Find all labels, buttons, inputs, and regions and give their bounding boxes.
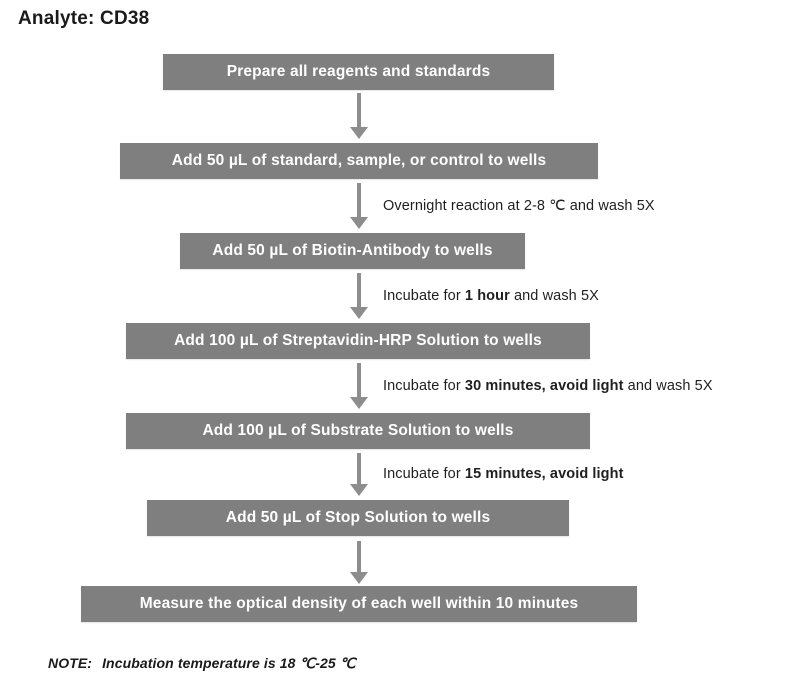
flow-box-label: Prepare all reagents and standards [226,63,491,80]
flow-box-label: Add 50 µL of standard, sample, or contro… [171,152,547,169]
flow-box-add-standard: Add 50 µL of standard, sample, or contro… [120,143,598,179]
connector-label-30-minutes: Incubate for 30 minutes, avoid light and… [383,378,713,394]
connector-label-text: Overnight reaction at 2-8 ℃ and wash 5X [383,198,655,214]
connector-label-emphasis: 1 hour [464,288,510,304]
flow-box-label: Add 50 µL of Stop Solution to wells [225,509,491,526]
flow-box-add-streptavidin: Add 100 µL of Streptavidin-HRP Solution … [126,323,590,359]
arrow-shaft [357,183,361,217]
arrow-down-connector-2 [350,183,368,229]
connector-label-1-hour: Incubate for 1 hour and wash 5X [383,288,599,304]
connector-label-prefix: Incubate for [383,288,465,304]
arrow-shaft [357,273,361,307]
connector-label-prefix: Incubate for [383,466,465,482]
flow-box-add-stop: Add 50 µL of Stop Solution to wells [147,500,569,536]
flow-box-add-biotin: Add 50 µL of Biotin-Antibody to wells [180,233,525,269]
note-label: NOTE: [48,655,93,671]
flow-box-label: Add 100 µL of Substrate Solution to well… [202,422,514,439]
flow-box-label: Add 50 µL of Biotin-Antibody to wells [212,242,493,259]
arrow-down-connector-3 [350,273,368,319]
connector-label-emphasis: 15 minutes, avoid light [464,466,624,482]
arrow-down-connector-6 [350,541,368,584]
arrow-head [350,572,368,584]
page-title: Analyte: CD38 [18,8,150,29]
arrow-down-connector-5 [350,453,368,496]
flow-box-prepare-reagents: Prepare all reagents and standards [163,54,554,90]
flow-box-label: Add 100 µL of Streptavidin-HRP Solution … [174,332,542,349]
arrow-shaft [357,93,361,127]
arrow-head [350,217,368,229]
arrow-head [350,127,368,139]
flow-box-measure-od: Measure the optical density of each well… [81,586,637,622]
connector-label-suffix: and wash 5X [509,288,599,304]
flow-box-label: Measure the optical density of each well… [139,595,579,612]
connector-label-15-minutes: Incubate for 15 minutes, avoid light [383,466,624,482]
note-body: Incubation temperature is 18 ℃-25 ℃ [102,655,356,671]
arrow-head [350,307,368,319]
arrow-shaft [357,363,361,397]
arrow-head [350,397,368,409]
connector-label-emphasis: 30 minutes, avoid light [464,378,624,394]
arrow-shaft [357,453,361,484]
arrow-down-connector-4 [350,363,368,409]
arrow-head [350,484,368,496]
connector-label-suffix: and wash 5X [623,378,713,394]
connector-label-overnight: Overnight reaction at 2-8 ℃ and wash 5X [383,198,655,214]
arrow-down-connector-1 [350,93,368,139]
arrow-shaft [357,541,361,572]
note-text: NOTE: Incubation temperature is 18 ℃-25 ℃ [48,655,356,672]
connector-label-prefix: Incubate for [383,378,465,394]
flow-box-add-substrate: Add 100 µL of Substrate Solution to well… [126,413,590,449]
